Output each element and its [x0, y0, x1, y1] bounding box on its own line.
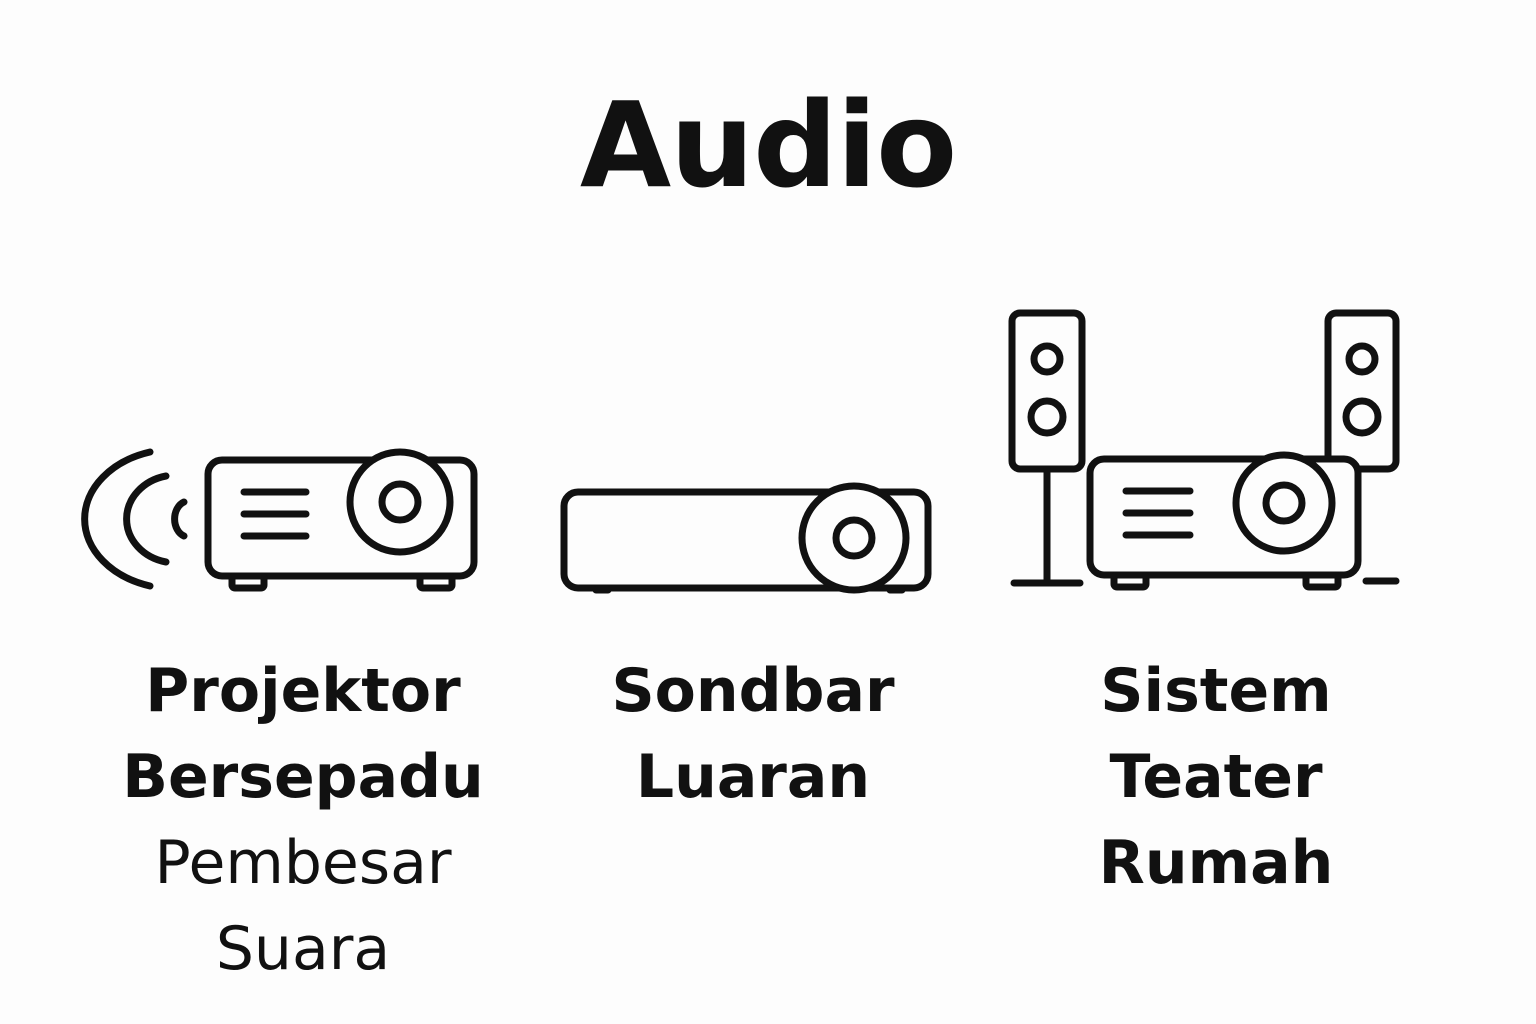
label-line: Luaran [635, 742, 871, 812]
label-line: Rumah [1098, 828, 1334, 898]
home-theater-icon [1008, 309, 1400, 591]
label-line: Sistem [1100, 656, 1332, 726]
label-line: Teater [1109, 742, 1323, 812]
label-line: Pembesar [154, 828, 452, 898]
wireless-projector-icon [81, 448, 478, 592]
label-item-2: Sondbar Luaran [543, 648, 963, 820]
label-item-1: Projektor Bersepadu Pembesar Suara [93, 648, 513, 992]
label-line: Bersepadu [122, 742, 484, 812]
page-title: Audio [579, 76, 957, 214]
label-line: Sondbar [611, 656, 895, 726]
label-line: Projektor [145, 656, 461, 726]
label-item-3: Sistem Teater Rumah [1006, 648, 1426, 906]
projector-icon [560, 482, 932, 594]
label-line: Suara [215, 914, 391, 984]
